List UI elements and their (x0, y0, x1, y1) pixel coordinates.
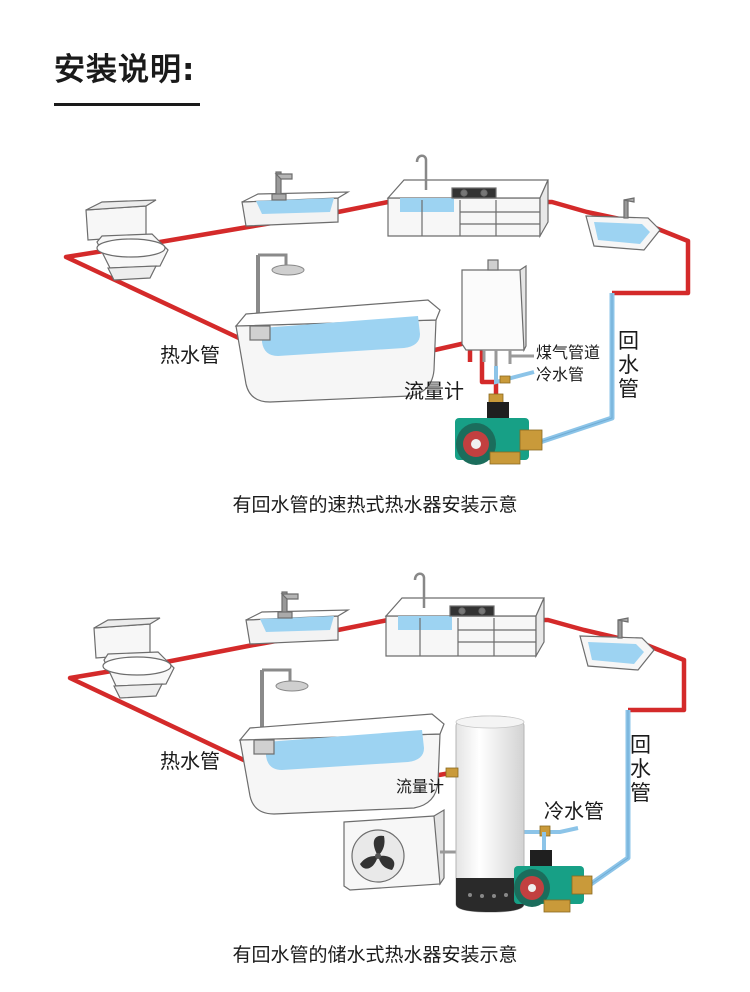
storage-water-heater (455, 715, 525, 913)
label-hot-water-pipe: 热水管 (160, 343, 220, 367)
gas-water-heater (461, 259, 527, 366)
bathroom-sink (241, 171, 351, 227)
circulation-pump (455, 402, 543, 465)
label-return-pipe-char-1: 回 (618, 329, 639, 353)
label-return-pipe-char-2: 水 (618, 353, 639, 377)
washbasin-right (585, 197, 661, 251)
label-cold-water-pipe: 冷水管 (536, 365, 584, 384)
cold-water-pipe (524, 826, 579, 834)
label-cold-water-pipe: 冷水管 (544, 799, 604, 823)
label-return-pipe-char-3: 管 (618, 377, 639, 401)
fan-icon (360, 835, 395, 870)
label-flow-meter: 流量计 (396, 777, 444, 796)
label-gas-pipe: 煤气管道 (536, 343, 600, 362)
kitchen-cabinet (386, 154, 549, 239)
cold-water-pipe (494, 366, 535, 385)
flow-meter (445, 767, 459, 778)
heat-pump-outdoor-unit (343, 808, 456, 891)
label-hot-water-pipe: 热水管 (160, 749, 220, 773)
bathtub (238, 713, 445, 815)
page-title: 安装说明: (54, 52, 196, 88)
toilet (85, 199, 169, 281)
caption-diagram-1: 有回水管的速热式热水器安装示意 (232, 494, 518, 516)
bathroom-sink (245, 591, 351, 645)
caption-diagram-2: 有回水管的储水式热水器安装示意 (232, 944, 518, 966)
diagram-instant-heater: 热水管 煤气管道 冷水管 流量计 回 水 管 (63, 154, 691, 465)
bathtub (234, 299, 441, 403)
label-return-pipe-char-3: 管 (630, 781, 651, 805)
toilet (93, 617, 175, 699)
gas-pipe (508, 354, 534, 364)
label-flow-meter: 流量计 (404, 379, 464, 403)
kitchen-cabinet (384, 572, 545, 659)
diagram-storage-heater: 热水管 流量计 冷水管 回 水 管 (67, 572, 687, 913)
washbasin-right (579, 617, 655, 671)
label-return-pipe-char-2: 水 (630, 757, 651, 781)
title-underline (54, 103, 200, 106)
return-water-pipe (586, 710, 631, 889)
label-return-pipe-char-1: 回 (630, 733, 651, 757)
circulation-pump (514, 850, 593, 913)
